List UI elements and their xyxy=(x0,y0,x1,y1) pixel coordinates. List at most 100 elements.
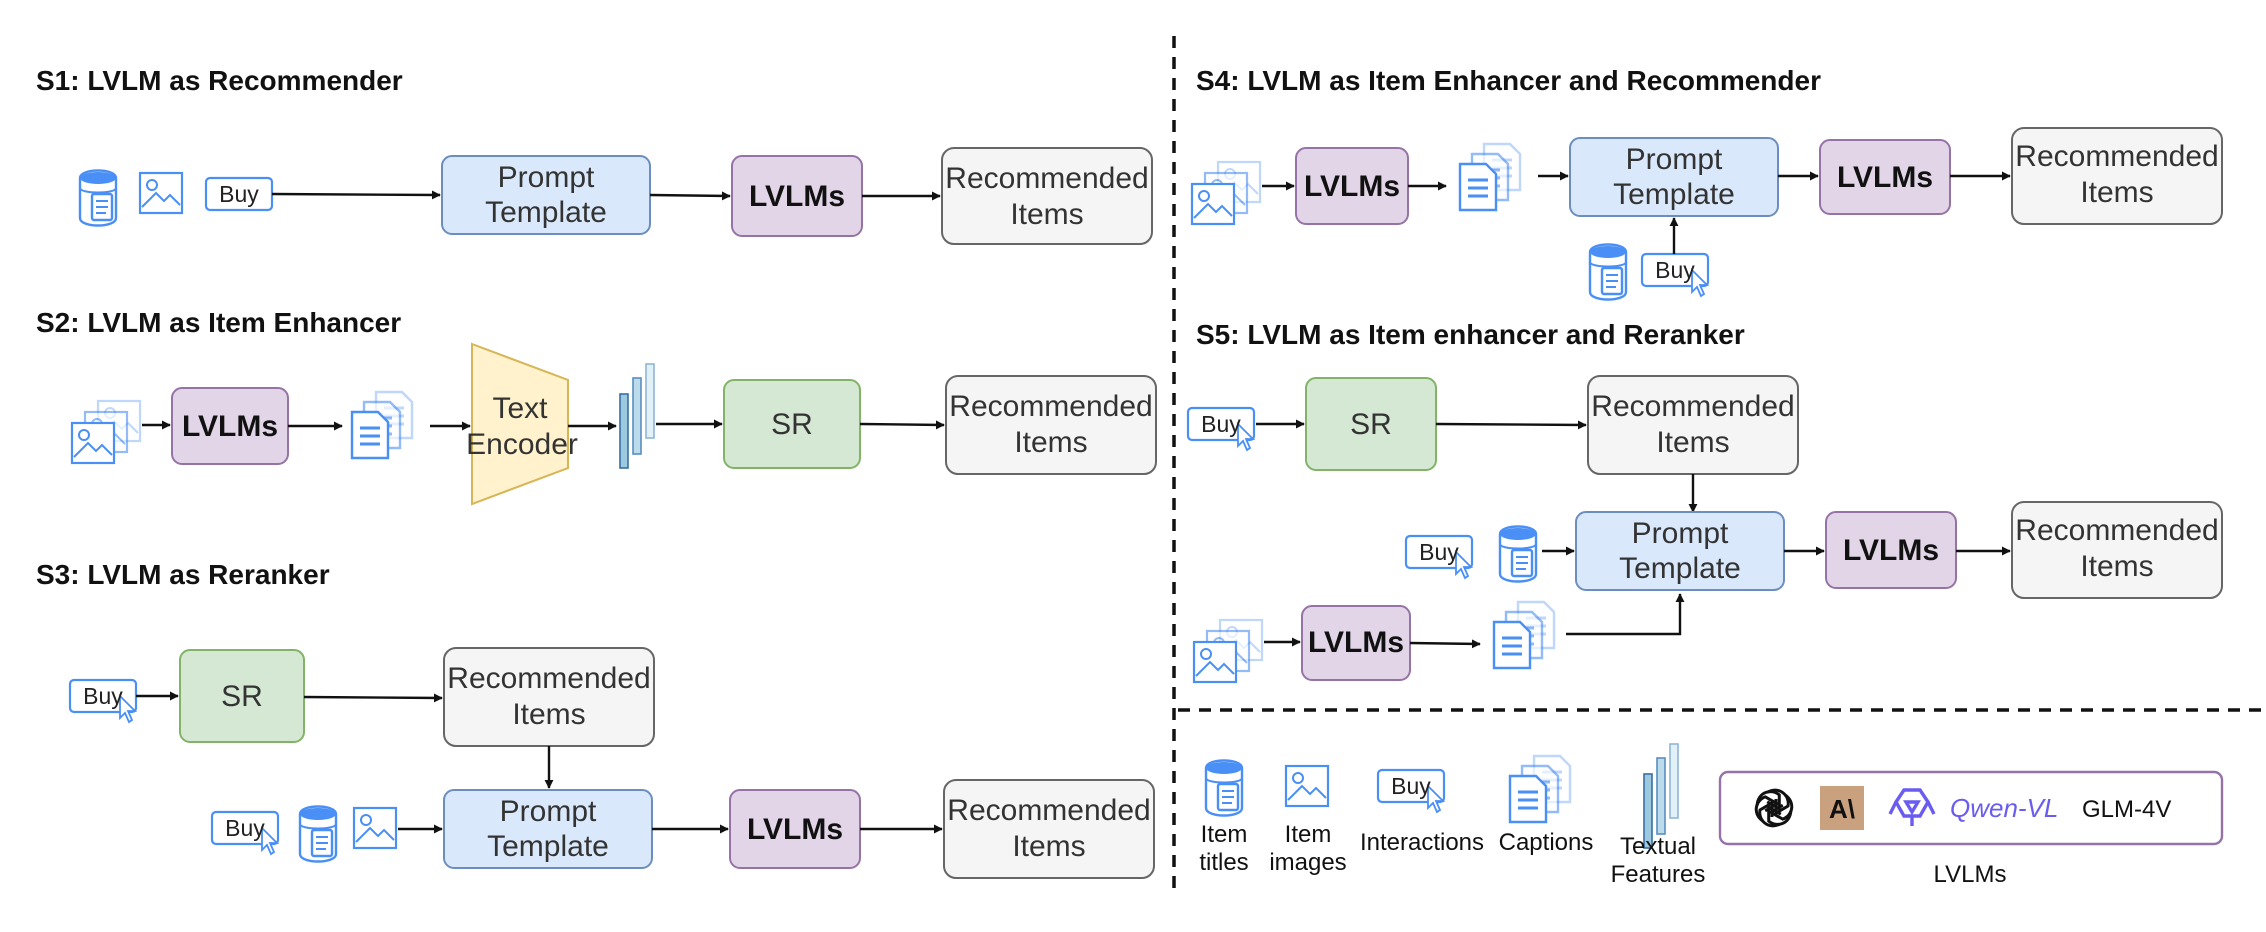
svg-text:Items: Items xyxy=(1012,830,1085,863)
s2-textual-features-icon xyxy=(619,363,655,469)
s5-lvlms-2: LVLMs xyxy=(1301,605,1411,681)
s2-captions-icon xyxy=(352,392,412,458)
s5-recommended-items-sr: Recommended Items xyxy=(1587,375,1799,475)
s2-sr: SR xyxy=(723,379,861,469)
s1-prompt-template: Prompt Template xyxy=(441,155,651,235)
svg-text:A\: A\ xyxy=(1829,794,1855,824)
svg-text:titles: titles xyxy=(1199,849,1248,876)
svg-text:Item: Item xyxy=(1285,821,1332,848)
s1-item-image-icon xyxy=(138,171,184,215)
svg-text:images: images xyxy=(1269,849,1346,876)
s1-lvlms: LVLMs xyxy=(731,155,863,237)
lvlms-caption: LVLMs xyxy=(1934,861,2007,888)
svg-text:Text: Text xyxy=(492,392,548,425)
s4-buy-button: Buy xyxy=(1640,252,1710,298)
s3-prompt-template: Prompt Template xyxy=(443,789,653,869)
svg-text:LVLMs: LVLMs xyxy=(1837,161,1933,194)
svg-text:LVLMs: LVLMs xyxy=(1308,626,1404,659)
svg-text:SR: SR xyxy=(771,408,813,441)
s4-lvlms: LVLMs xyxy=(1295,147,1409,225)
s4-title: S4: LVLM as Item Enhancer and Recommende… xyxy=(1196,65,1821,96)
svg-text:LVLMs: LVLMs xyxy=(1304,170,1400,203)
svg-text:Template: Template xyxy=(1613,178,1735,211)
svg-text:Prompt: Prompt xyxy=(1632,517,1729,550)
glm-4v-label: GLM-4V xyxy=(2082,796,2171,823)
svg-text:Textual: Textual xyxy=(1620,833,1696,860)
s1-title: S1: LVLM as Recommender xyxy=(36,65,403,96)
svg-text:Recommended: Recommended xyxy=(2015,140,2218,173)
anthropic-logo-icon: A\ xyxy=(1820,786,1864,830)
svg-text:Buy: Buy xyxy=(1419,539,1459,565)
s2-title: S2: LVLM as Item Enhancer xyxy=(36,307,401,338)
s5-item-images-icon xyxy=(1194,620,1262,682)
s4-prompt-template: Prompt Template xyxy=(1569,137,1779,217)
s4-item-images-icon xyxy=(1192,162,1260,224)
s5-prompt-template: Prompt Template xyxy=(1575,511,1785,591)
svg-text:Recommended: Recommended xyxy=(447,662,650,695)
s4-item-titles-icon xyxy=(1588,243,1628,301)
svg-text:Item: Item xyxy=(1201,821,1248,848)
svg-text:Items: Items xyxy=(512,698,585,731)
s3-item-titles-icon xyxy=(298,805,338,863)
s3-buy-button-2: Buy xyxy=(210,810,280,856)
svg-text:Buy: Buy xyxy=(219,181,259,207)
s2-item-images-icon xyxy=(72,401,140,463)
qwen-logo-icon xyxy=(1888,788,1936,826)
legend-captions-icon xyxy=(1510,756,1570,822)
s5-title: S5: LVLM as Item enhancer and Reranker xyxy=(1196,319,1745,350)
s4-captions-icon xyxy=(1460,144,1520,210)
svg-text:Features: Features xyxy=(1611,861,1706,888)
svg-text:Items: Items xyxy=(1014,426,1087,459)
s3-lvlms: LVLMs xyxy=(729,789,861,869)
openai-logo-icon xyxy=(1754,788,1794,828)
s2-lvlms: LVLMs xyxy=(171,387,289,465)
svg-text:Template: Template xyxy=(1619,552,1741,585)
svg-text:Interactions: Interactions xyxy=(1360,829,1484,856)
s3-item-image-icon xyxy=(352,806,398,850)
svg-text:LVLMs: LVLMs xyxy=(749,180,845,213)
svg-text:Recommended: Recommended xyxy=(947,794,1150,827)
svg-text:Buy: Buy xyxy=(1201,411,1241,437)
svg-text:Recommended: Recommended xyxy=(1591,390,1794,423)
svg-text:Buy: Buy xyxy=(225,815,265,841)
svg-text:Prompt: Prompt xyxy=(498,161,595,194)
svg-text:Recommended: Recommended xyxy=(945,162,1148,195)
s5-item-titles-icon xyxy=(1498,525,1538,583)
s4-lvlms-2: LVLMs xyxy=(1819,139,1951,215)
s3-sr: SR xyxy=(179,649,305,743)
svg-text:Template: Template xyxy=(485,196,607,229)
s1-buy-button: Buy xyxy=(204,176,274,212)
s1-item-titles-icon xyxy=(78,169,118,227)
svg-text:LVLMs: LVLMs xyxy=(182,410,278,443)
svg-text:Items: Items xyxy=(2080,550,2153,583)
svg-text:Buy: Buy xyxy=(1391,773,1431,799)
s5-lvlms: LVLMs xyxy=(1825,511,1957,589)
s5-buy-button: Buy xyxy=(1186,406,1256,452)
qwen-vl-label: Qwen-VL xyxy=(1950,793,2058,823)
svg-text:Template: Template xyxy=(487,830,609,863)
svg-text:Prompt: Prompt xyxy=(1626,143,1723,176)
s2-recommended-items: Recommended Items xyxy=(945,375,1157,475)
svg-text:Buy: Buy xyxy=(83,683,123,709)
s3-title: S3: LVLM as Reranker xyxy=(36,559,330,590)
s4-recommended-items: Recommended Items xyxy=(2011,127,2223,225)
s3-recommended-items: Recommended Items xyxy=(943,779,1155,879)
svg-text:SR: SR xyxy=(1350,408,1392,441)
svg-text:Encoder: Encoder xyxy=(466,428,578,461)
legend-item-titles-icon xyxy=(1204,759,1244,817)
s5-sr: SR xyxy=(1305,377,1437,471)
svg-text:LVLMs: LVLMs xyxy=(747,813,843,846)
svg-text:Recommended: Recommended xyxy=(2015,514,2218,547)
s5-captions-icon xyxy=(1494,602,1554,668)
legend-item-images-icon xyxy=(1284,764,1330,808)
s5-recommended-items: Recommended Items xyxy=(2011,501,2223,599)
svg-text:SR: SR xyxy=(221,680,263,713)
s3-recommended-items-sr: Recommended Items xyxy=(443,647,655,747)
s3-buy-button: Buy xyxy=(68,678,138,724)
svg-text:Items: Items xyxy=(1656,426,1729,459)
s1-recommended-items: Recommended Items xyxy=(941,147,1153,245)
s5-buy-button-2: Buy xyxy=(1404,534,1474,580)
svg-text:Buy: Buy xyxy=(1655,257,1695,283)
s2-text-encoder: Text Encoder xyxy=(466,342,578,506)
